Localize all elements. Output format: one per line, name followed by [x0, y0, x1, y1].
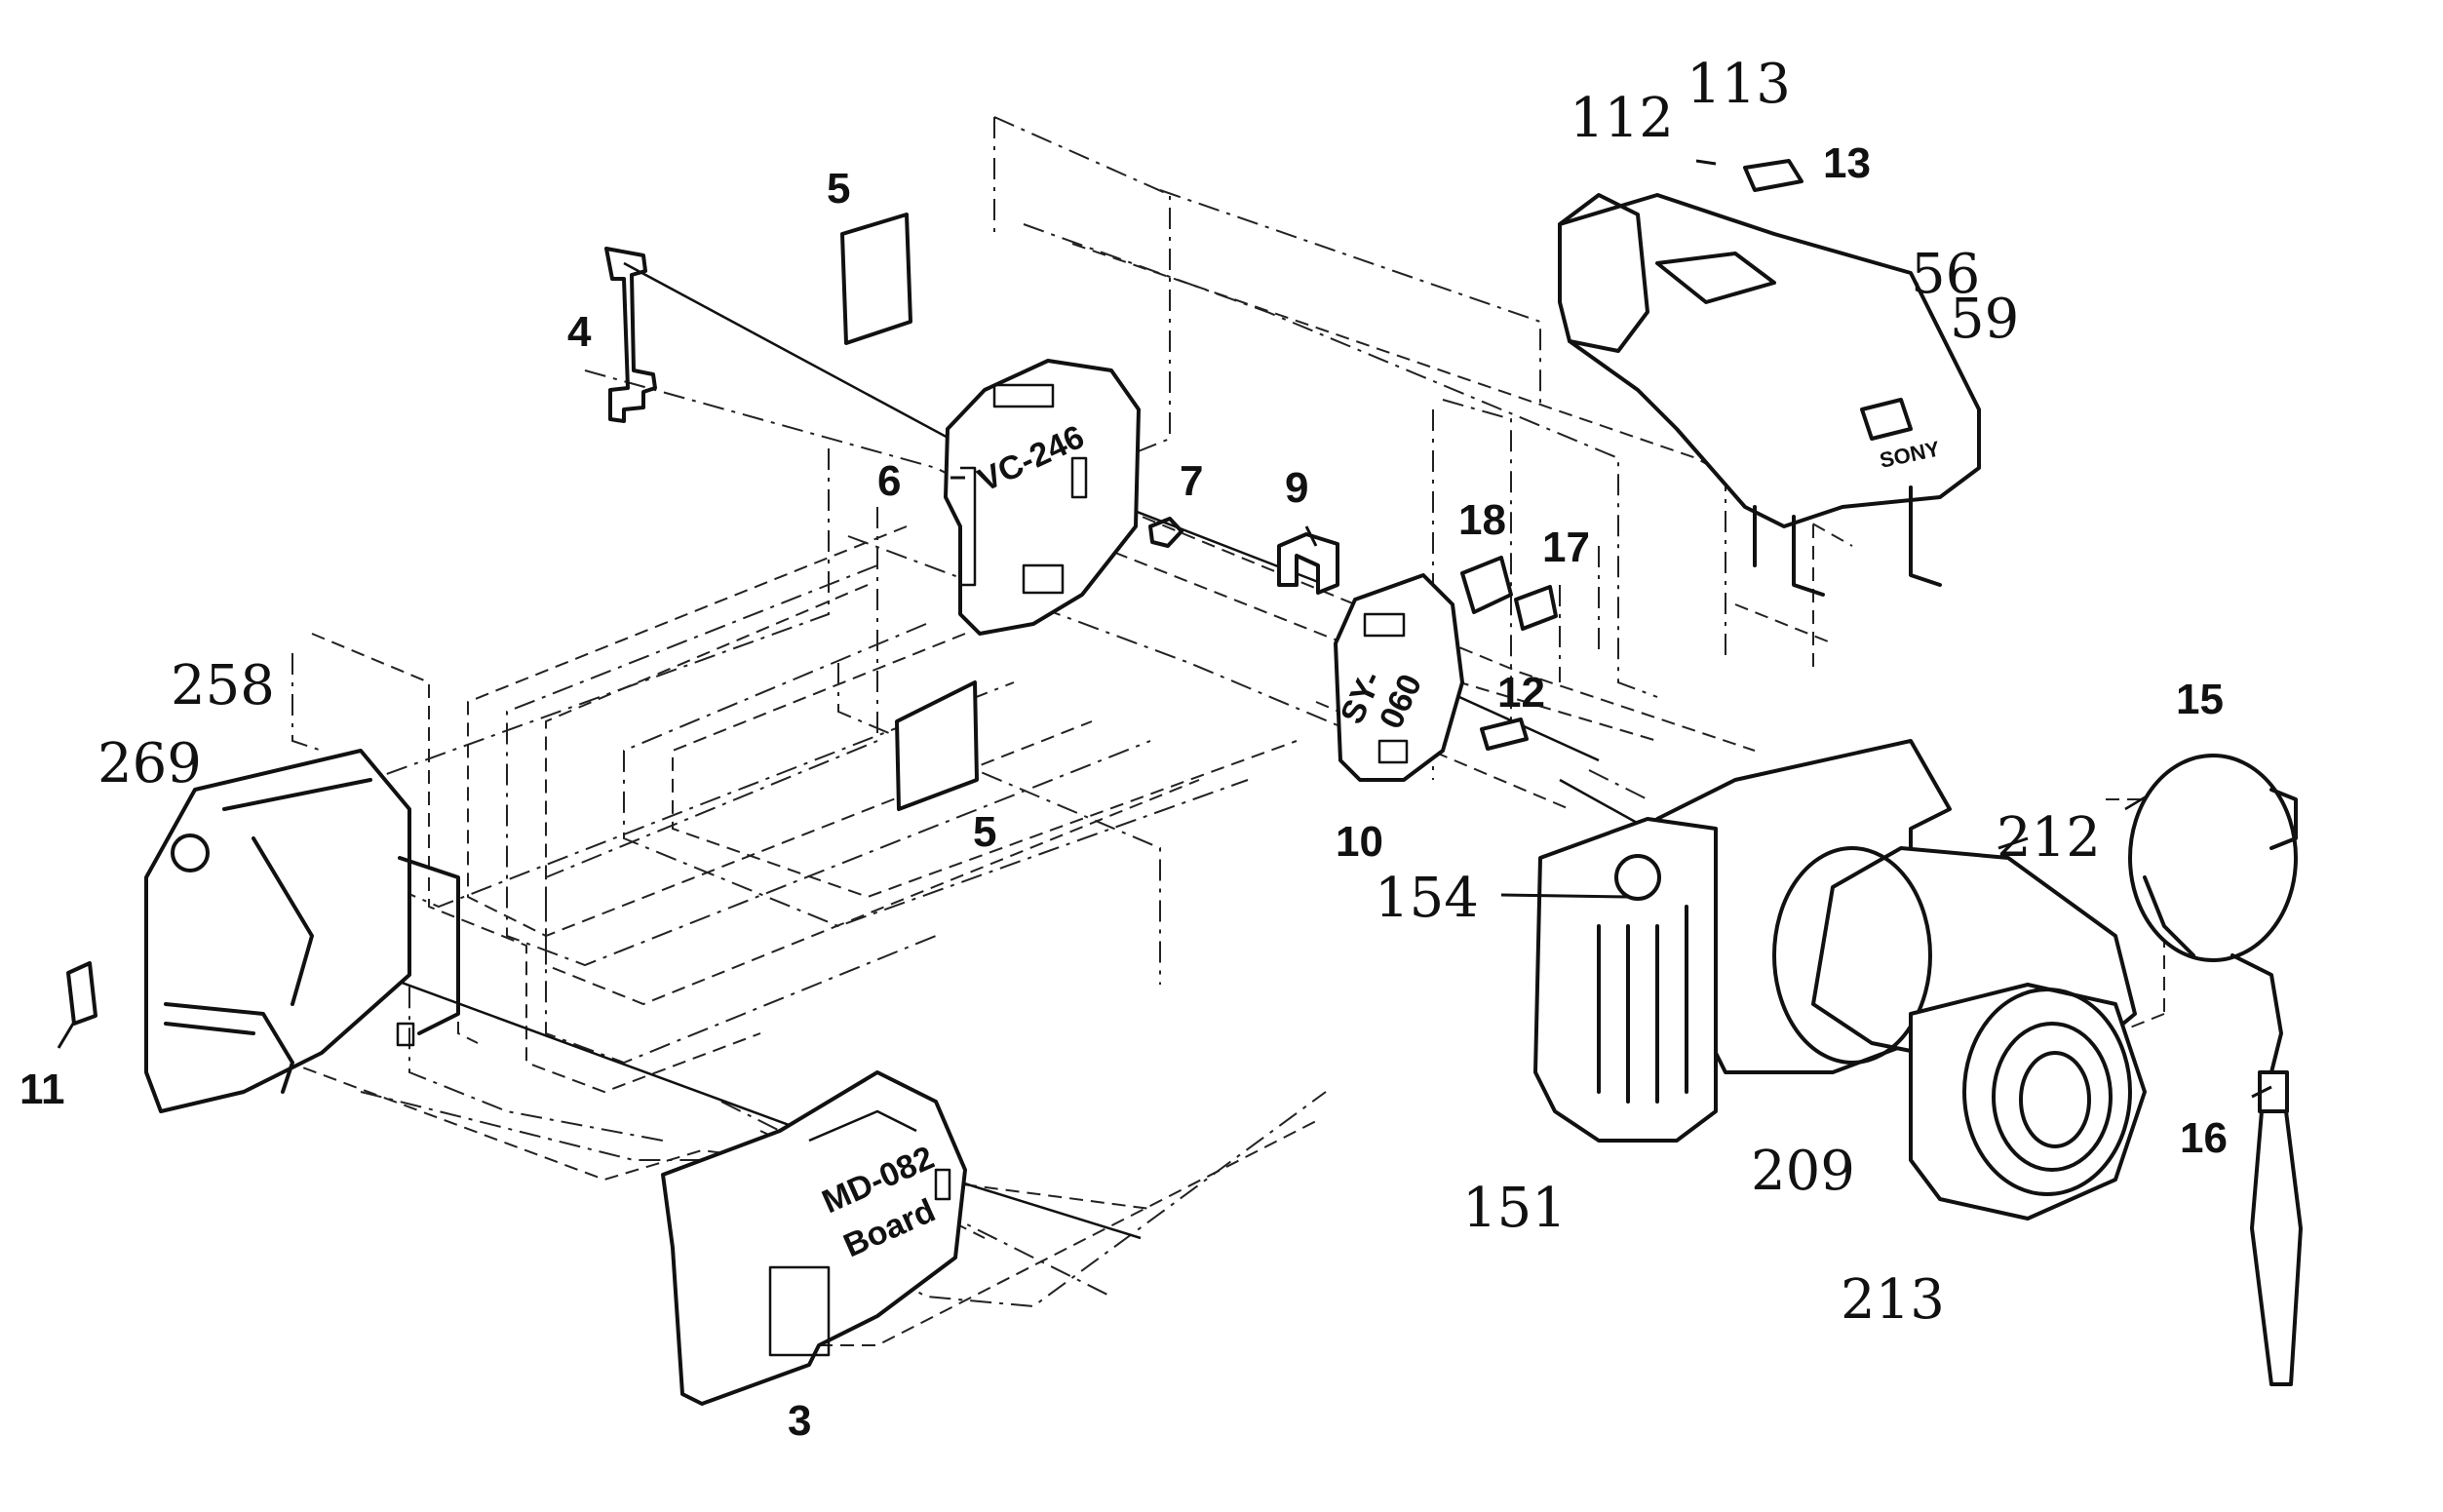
label-16: 16 [2180, 1114, 2228, 1162]
label-13: 13 [1823, 139, 1871, 187]
label-12: 12 [1497, 669, 1545, 717]
part-17-pad [1514, 585, 1558, 631]
label-5-top: 5 [827, 165, 850, 213]
part-59-top-cover: SONY [1558, 193, 1981, 597]
label-154: 154 [1375, 867, 1479, 930]
label-9: 9 [1285, 464, 1308, 512]
part-4-bracket [604, 247, 657, 423]
label-209: 209 [1751, 1140, 1855, 1203]
part-3-md-board: MD-082 Board [661, 1070, 967, 1406]
part-5-sheet-top [840, 213, 912, 345]
part-10-sy-board: SY- 060 [1334, 573, 1464, 782]
label-10: 10 [1336, 818, 1383, 866]
label-18: 18 [1458, 496, 1506, 544]
part-258-rear-housing [144, 749, 460, 1113]
label-7: 7 [1180, 457, 1203, 505]
label-213: 213 [1841, 1268, 1945, 1332]
part-9-clip [1277, 532, 1339, 595]
label-258: 258 [171, 654, 275, 717]
part-18-pad [1460, 556, 1513, 614]
label-269: 269 [97, 732, 202, 795]
part-15-lens-cap [2128, 754, 2298, 962]
label-151: 151 [1462, 1177, 1567, 1240]
label-5-bottom: 5 [973, 808, 996, 856]
label-17: 17 [1542, 523, 1590, 571]
part-13-pad [1743, 159, 1803, 192]
part-12-pad [1480, 717, 1529, 751]
label-212: 212 [1997, 806, 2101, 870]
label-15: 15 [2176, 676, 2224, 723]
label-11: 11 [19, 1066, 65, 1113]
label-3: 3 [788, 1397, 811, 1445]
part-213-lens-hood [1909, 983, 2147, 1221]
label-4: 4 [567, 308, 592, 356]
part-5-sheet-bottom [895, 680, 979, 811]
part-151-front-body [1533, 739, 1952, 1143]
part-7-connector [1148, 517, 1183, 548]
label-56: 56 [1911, 243, 1980, 306]
label-113: 113 [1687, 53, 1791, 116]
part-16-strap [2230, 953, 2303, 1386]
label-leader-lines [57, 159, 2272, 1099]
part-6-vc-board: VC-246 [944, 359, 1141, 636]
part-11-tab [66, 961, 97, 1026]
label-6: 6 [877, 457, 901, 505]
label-112: 112 [1570, 87, 1674, 150]
part-labels: 3 4 5 5 6 7 9 10 11 12 13 15 16 17 18 56… [19, 53, 2228, 1445]
label-59: 59 [1950, 288, 2019, 351]
